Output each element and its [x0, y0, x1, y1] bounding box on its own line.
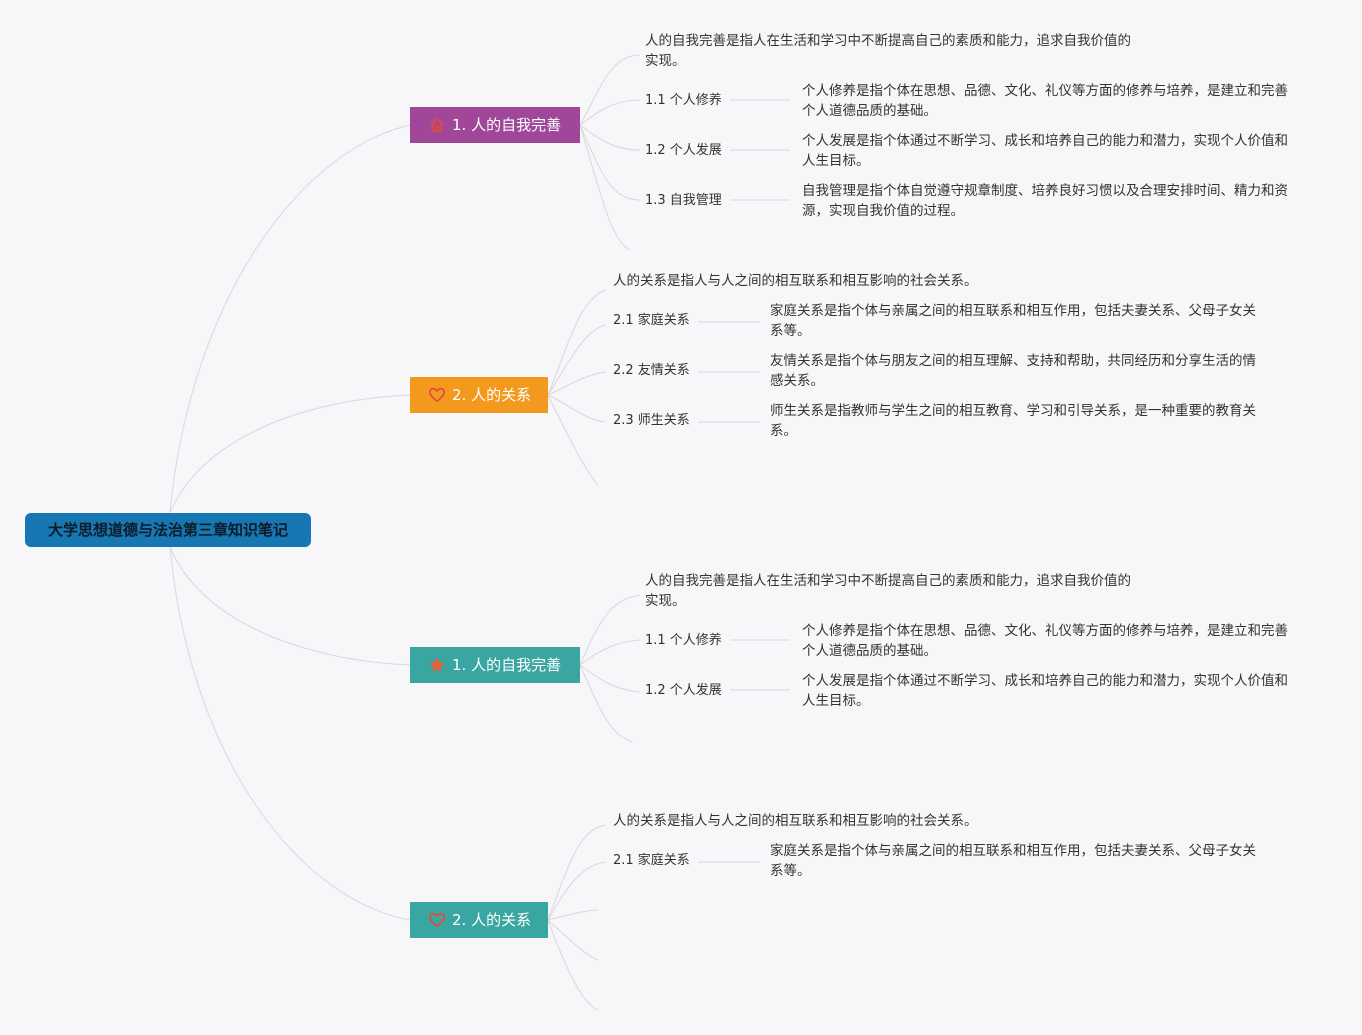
subtopic-text: 友情关系是指个体与朋友之间的相互理解、支持和帮助，共同经历和分享生活的情感关系。 [770, 353, 1256, 389]
branch-label: 1. 人的自我完善 [452, 116, 562, 134]
subtopic-label[interactable]: 2.3 师生关系 [613, 413, 690, 428]
subtopic-text: 个人发展是指个体通过不断学习、成长和培养自己的能力和潜力，实现个人价值和人生目标… [802, 133, 1288, 169]
branch-label: 2. 人的关系 [452, 911, 532, 929]
subtopic-text: 个人发展是指个体通过不断学习、成长和培养自己的能力和潜力，实现个人价值和人生目标… [802, 673, 1288, 709]
heart-icon [428, 386, 446, 404]
subtopic-label[interactable]: 1.2 个人发展 [645, 683, 722, 698]
branch-label: 1. 人的自我完善 [452, 656, 562, 674]
subtopic-text: 自我管理是指个体自觉遵守规章制度、培养良好习惯以及合理安排时间、精力和资源，实现… [802, 183, 1288, 219]
subtopic-label[interactable]: 2.1 家庭关系 [613, 853, 690, 868]
root-node[interactable]: 大学思想道德与法治第三章知识笔记 [25, 513, 311, 547]
star-icon [428, 656, 446, 674]
summary-text: 人的自我完善是指人在生活和学习中不断提高自己的素质和能力，追求自我价值的实现。 [645, 33, 1131, 69]
branch-node-2[interactable]: 2. 人的关系 [410, 377, 548, 413]
subtopic-text: 个人修养是指个体在思想、品德、文化、礼仪等方面的修养与培养，是建立和完善个人道德… [802, 623, 1288, 659]
subtopic-text: 师生关系是指教师与学生之间的相互教育、学习和引导关系，是一种重要的教育关系。 [770, 403, 1256, 439]
branch-node-3[interactable]: 1. 人的自我完善 [410, 647, 580, 683]
branch-node-1[interactable]: 1. 人的自我完善 [410, 107, 580, 143]
summary-text: 人的关系是指人与人之间的相互联系和相互影响的社会关系。 [613, 813, 978, 829]
subtopic-label[interactable]: 1.1 个人修养 [645, 93, 722, 108]
subtopic-label[interactable]: 1.1 个人修养 [645, 633, 722, 648]
branch-node-4[interactable]: 2. 人的关系 [410, 902, 548, 938]
heart-icon [428, 911, 446, 929]
subtopic-text: 个人修养是指个体在思想、品德、文化、礼仪等方面的修养与培养，是建立和完善个人道德… [802, 83, 1288, 119]
subtopic-label[interactable]: 1.2 个人发展 [645, 143, 722, 158]
home-icon [428, 116, 446, 134]
subtopic-label[interactable]: 2.2 友情关系 [613, 363, 690, 378]
branch-label: 2. 人的关系 [452, 386, 532, 404]
subtopic-label[interactable]: 1.3 自我管理 [645, 193, 722, 208]
subtopic-text: 家庭关系是指个体与亲属之间的相互联系和相互作用，包括夫妻关系、父母子女关系等。 [770, 843, 1256, 879]
subtopic-text: 家庭关系是指个体与亲属之间的相互联系和相互作用，包括夫妻关系、父母子女关系等。 [770, 303, 1256, 339]
summary-text: 人的自我完善是指人在生活和学习中不断提高自己的素质和能力，追求自我价值的实现。 [645, 573, 1131, 609]
summary-text: 人的关系是指人与人之间的相互联系和相互影响的社会关系。 [613, 273, 978, 289]
subtopic-label[interactable]: 2.1 家庭关系 [613, 313, 690, 328]
